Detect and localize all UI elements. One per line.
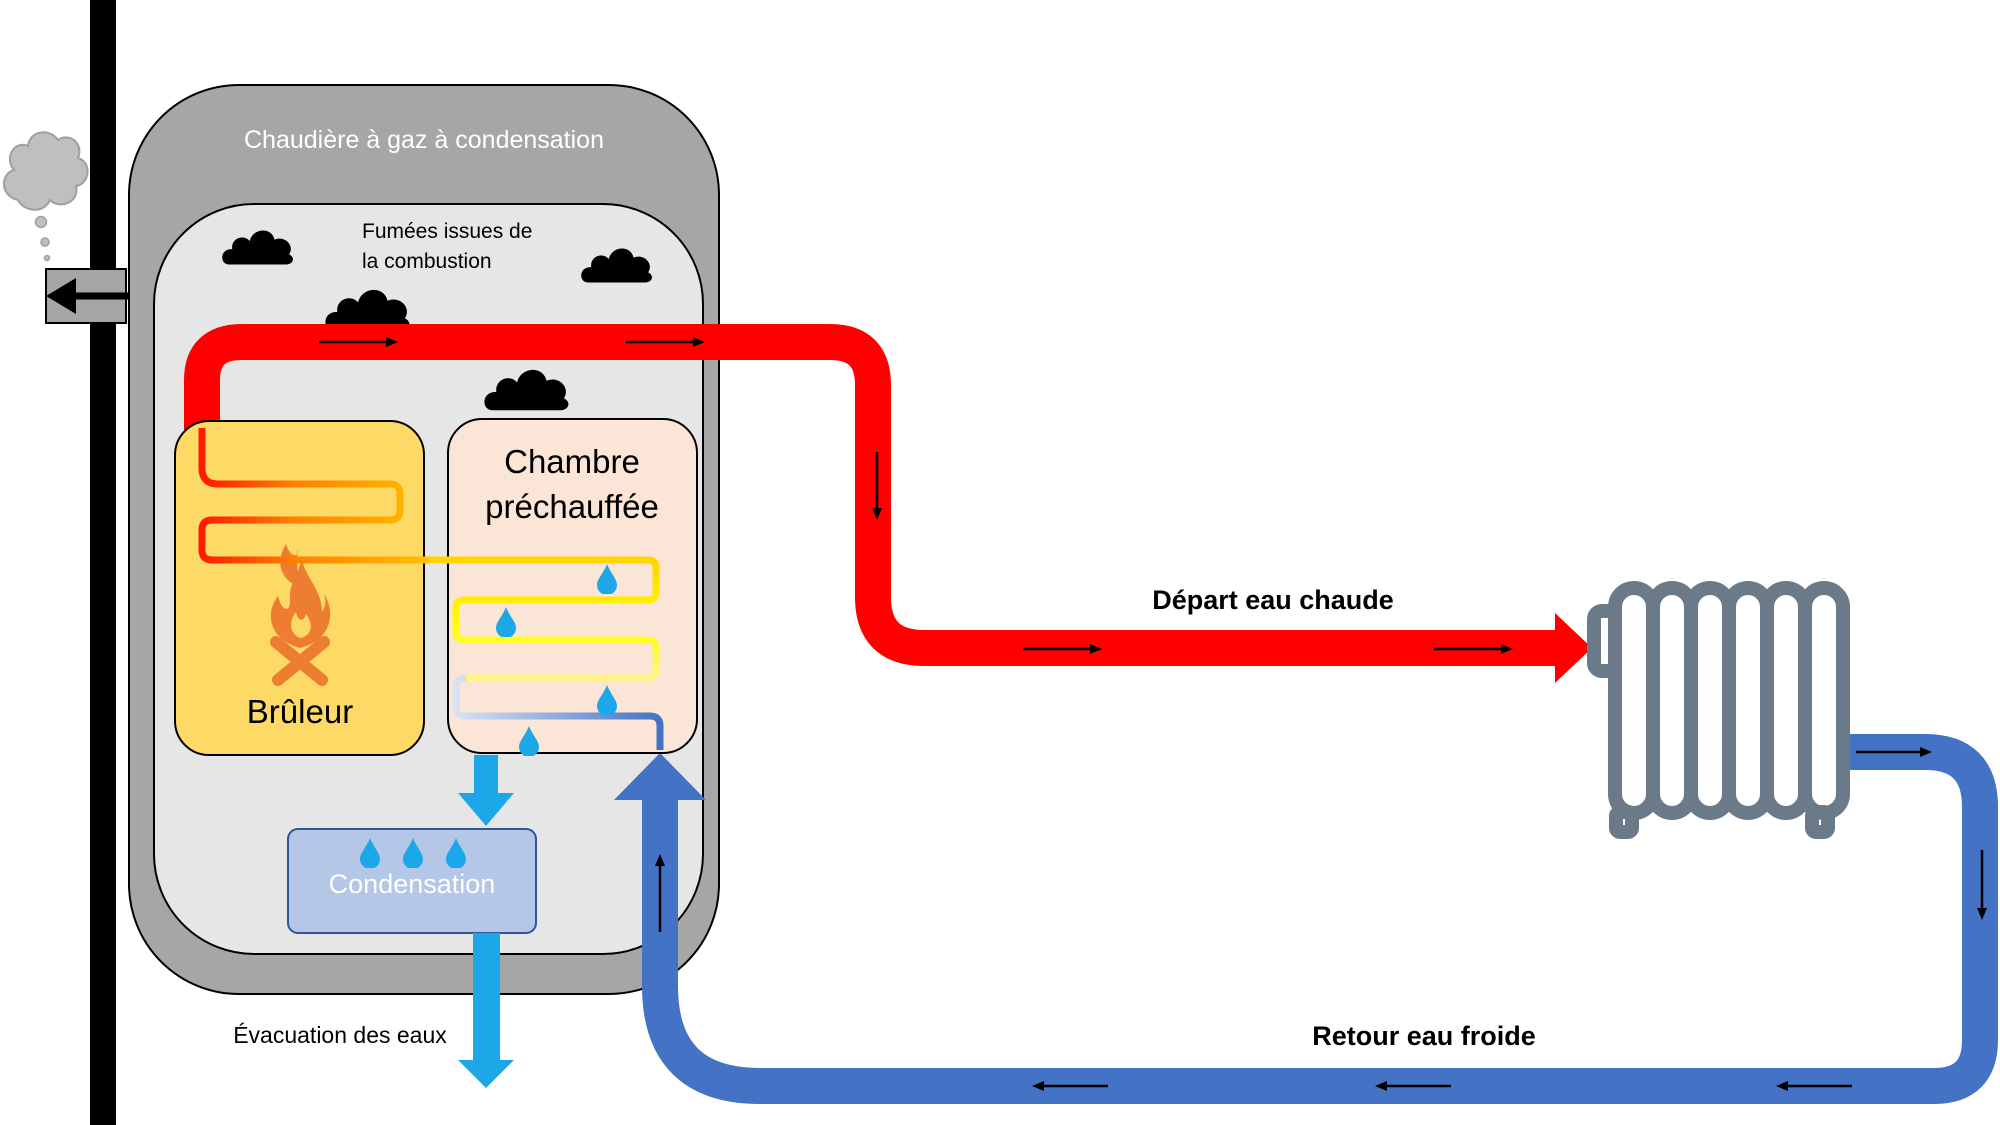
smoke-icon bbox=[3, 131, 89, 262]
wall-pole bbox=[90, 0, 116, 1125]
preheat-coil-lower bbox=[452, 674, 664, 750]
burner-coil bbox=[198, 428, 430, 564]
flow-arrows-cold bbox=[655, 747, 1987, 1091]
condensation-box bbox=[287, 828, 537, 934]
boiler-title: Chaudière à gaz à condensation bbox=[244, 126, 604, 154]
hot-water-pipe bbox=[184, 324, 1565, 666]
drain-arrow-lower bbox=[458, 933, 514, 1088]
flue-gases-label-line2: la combustion bbox=[362, 250, 492, 273]
cold-water-label: Retour eau froide bbox=[1312, 1021, 1536, 1051]
hot-water-arrowhead bbox=[1555, 613, 1592, 683]
preheat-coil-upper bbox=[428, 556, 660, 682]
flue-gases-label: Fumées issues de bbox=[362, 220, 532, 243]
water-drain-label: Évacuation des eaux bbox=[233, 1022, 447, 1048]
flow-arrows-hot bbox=[319, 337, 1513, 654]
hot-water-label: Départ eau chaude bbox=[1152, 585, 1394, 615]
burner-label: Brûleur bbox=[247, 693, 353, 730]
preheat-chamber-box bbox=[447, 418, 698, 754]
radiator-icon bbox=[1587, 581, 1850, 839]
fire-icon bbox=[270, 544, 331, 686]
cold-water-arrowhead bbox=[614, 753, 706, 800]
cold-water-pipe bbox=[642, 734, 1998, 1104]
condensation-label: Condensation bbox=[329, 869, 496, 899]
preheat-chamber-label-line2: préchauffée bbox=[485, 488, 659, 525]
preheat-chamber-label: Chambre bbox=[504, 443, 640, 480]
drain-arrow-upper bbox=[458, 755, 514, 826]
